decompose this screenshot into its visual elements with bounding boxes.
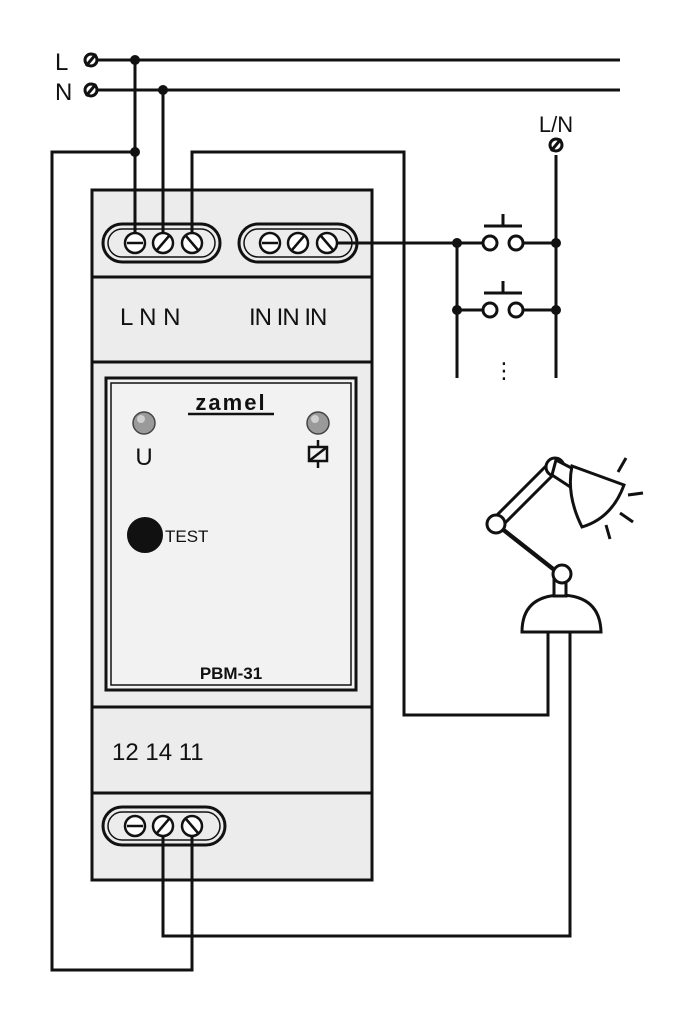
supply-terminal-icons xyxy=(83,52,99,98)
light-ray-3 xyxy=(619,511,634,524)
screw-12 xyxy=(123,814,147,838)
screw-n1 xyxy=(151,231,175,255)
screw-in1 xyxy=(258,231,282,255)
test-button[interactable] xyxy=(127,517,163,553)
lamp-shade xyxy=(568,463,626,529)
desk-lamp-icon xyxy=(485,456,644,634)
screw-11 xyxy=(180,814,204,838)
pushbutton-2-icon xyxy=(457,281,556,319)
screw-in2 xyxy=(286,231,310,255)
ln-terminal-label: L/N xyxy=(539,112,573,137)
light-ray-4 xyxy=(604,524,612,540)
test-button-label: TEST xyxy=(165,527,208,546)
screw-l xyxy=(123,231,147,255)
supply-rails xyxy=(97,58,620,92)
module-body xyxy=(90,188,374,882)
wire-l-to-output-11 xyxy=(50,150,194,972)
pushbutton-1-icon xyxy=(457,214,556,252)
n-terminal-label: N xyxy=(55,79,72,106)
light-ray-1 xyxy=(616,457,628,473)
wires xyxy=(50,60,572,972)
lamp-joint-elbow xyxy=(485,513,507,535)
screw-in3 xyxy=(315,231,339,255)
wire-output-14-to-lamp xyxy=(161,632,572,938)
lamp-base xyxy=(520,593,603,634)
power-led-label: U xyxy=(135,444,152,471)
l-terminal-icon xyxy=(83,52,99,68)
light-ray-2 xyxy=(627,491,644,497)
top-terminal-labels: L N N xyxy=(120,304,180,331)
input-terminal-labels: IN IN IN xyxy=(249,304,326,331)
l-terminal-label: L xyxy=(55,49,68,76)
screw-14 xyxy=(151,814,175,838)
model-label: PBM-31 xyxy=(200,664,262,683)
n-terminal-icon xyxy=(83,82,99,98)
ln-terminal-icon xyxy=(548,137,564,153)
power-led xyxy=(132,411,156,435)
relay-coil-icon xyxy=(307,440,329,468)
output-terminal-labels: 12 14 11 xyxy=(112,739,204,766)
brand-logo: zamel xyxy=(195,390,266,415)
lamp-joint-base xyxy=(551,563,573,585)
screw-n2 xyxy=(180,231,204,255)
screws xyxy=(123,231,339,838)
pushbuttons-ellipsis: ⋮ xyxy=(493,358,515,383)
relay-led xyxy=(306,411,330,435)
front-panel-inner xyxy=(110,382,352,686)
wire-n-to-lamp xyxy=(190,150,550,717)
